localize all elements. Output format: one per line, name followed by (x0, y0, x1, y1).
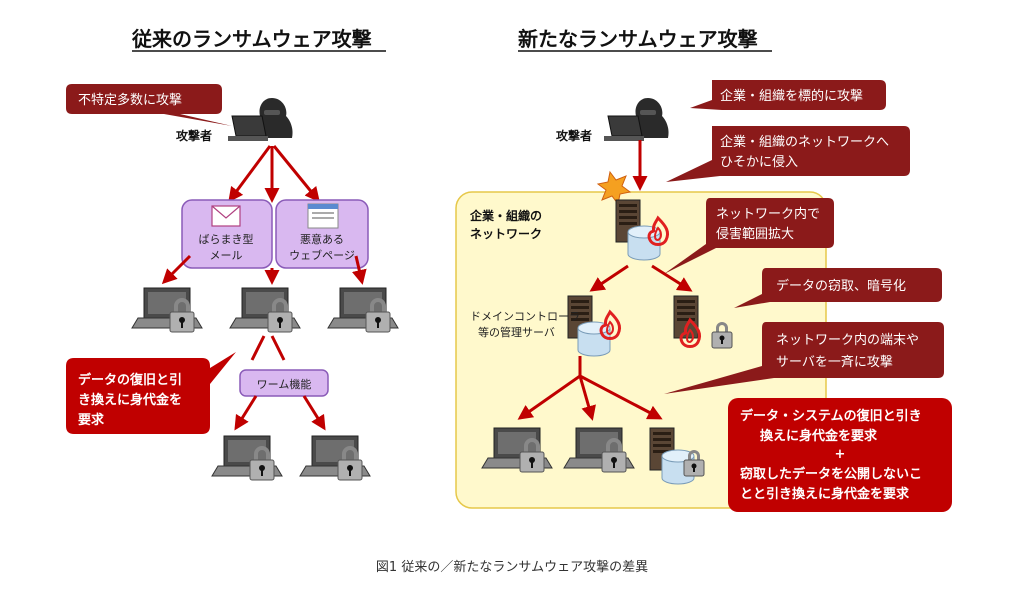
callout-expand-scope: ネットワーク内で 侵害範囲拡大 (664, 198, 834, 274)
laptop-locked-icon (229, 287, 301, 333)
traditional-ransom-line-1: データの復旧と引 (78, 372, 182, 388)
new-ransom-line-3: 窃取したデータを公開しないこ (740, 466, 922, 482)
callout-targeted-attack: 企業・組織を標的に攻撃 (690, 80, 886, 110)
laptop-locked-icon (299, 435, 371, 481)
vector-web-label-1: 悪意ある (300, 232, 344, 246)
arrow-to-endpoint-2 (578, 375, 596, 421)
traditional-ransom-line-3: 要求 (78, 412, 105, 428)
traditional-panel: 従来のランサムウェア攻撃 攻撃者 不特定多数に攻撃 ばらまき型 メール (66, 27, 399, 481)
arrow-worm-in-left (250, 335, 266, 361)
attacker-label-new: 攻撃者 (556, 128, 592, 143)
arrow-worm-in-right (270, 335, 286, 361)
arrow-to-endpoint-3 (579, 374, 663, 420)
callout-steal-encrypt: データの窃取、暗号化 (734, 268, 942, 308)
arrow-attacker-to-mail (228, 145, 272, 203)
callout-stealth-intrusion: 企業・組織のネットワークへ ひそかに侵入 (666, 126, 910, 182)
arrow-to-endpoint-1 (517, 374, 581, 420)
callout-simultaneous-attack: ネットワーク内の端末や サーバを一斉に攻撃 (664, 322, 944, 394)
callout-mass-attack: 不特定多数に攻撃 (66, 84, 232, 126)
attacker-icon (603, 97, 670, 142)
arrow-attacker-to-web (272, 145, 320, 203)
callout-intrusion-line-2: ひそかに侵入 (720, 154, 798, 170)
new-panel: 新たなランサムウェア攻撃 攻撃者 企業・組織を標的に攻撃 企業・組織のネットワー… (455, 27, 952, 512)
new-title: 新たなランサムウェア攻撃 (518, 27, 758, 51)
new-ransom-line-1: データ・システムの復旧と引き (740, 408, 922, 424)
new-ransom-callout: データ・システムの復旧と引き 換えに身代金を要求 + 窃取したデータを公開しない… (728, 398, 952, 512)
vector-web-label-2: ウェブページ (289, 248, 355, 262)
network-label-line-2: ネットワーク (470, 227, 542, 241)
callout-expand-line-2: 侵害範囲拡大 (716, 226, 794, 242)
callout-expand-line-1: ネットワーク内で (716, 206, 820, 222)
arrow-to-laptop-3 (351, 255, 367, 285)
network-label-line-1: 企業・組織の (469, 208, 542, 223)
arrow-to-laptop-1 (161, 254, 192, 285)
traditional-ransom-callout: データの復旧と引 き換えに身代金を 要求 (66, 352, 236, 434)
callout-mass-attack-text: 不特定多数に攻撃 (78, 92, 182, 108)
traditional-title: 従来のランサムウェア攻撃 (131, 27, 372, 51)
envelope-icon (211, 205, 241, 227)
vector-phishing-mail: ばらまき型 メール (181, 199, 273, 269)
domain-controller-label-2: 等の管理サーバ (478, 325, 555, 339)
vector-mail-label-1: ばらまき型 (199, 232, 254, 246)
laptop-locked-icon (131, 287, 203, 333)
laptop-locked-icon (211, 435, 283, 481)
callout-targeted-text: 企業・組織を標的に攻撃 (720, 88, 863, 104)
arrow-to-file-server (651, 264, 693, 292)
laptop-locked-icon (327, 287, 399, 333)
figure-caption: 図1 従来の／新たなランサムウェア攻撃の差異 (375, 560, 649, 575)
traditional-ransom-line-2: き換えに身代金を (78, 392, 182, 408)
worm-label: ワーム機能 (257, 377, 312, 391)
callout-steal-text: データの窃取、暗号化 (776, 278, 906, 294)
callout-intrusion-line-1: 企業・組織のネットワークへ (720, 134, 889, 150)
attacker-label: 攻撃者 (176, 128, 212, 143)
attacker-icon (227, 97, 294, 142)
vector-malicious-web: 悪意ある ウェブページ (275, 199, 369, 269)
new-ransom-plus: + (835, 447, 846, 462)
domain-controller-label-1: ドメインコントローラ (470, 310, 580, 323)
arrow-worm-to-laptop-1 (234, 395, 258, 431)
vector-mail-label-2: メール (210, 249, 243, 262)
new-ransom-line-2: 換えに身代金を要求 (760, 428, 878, 444)
callout-simultaneous-line-1: ネットワーク内の端末や (776, 332, 919, 348)
arrow-worm-to-laptop-2 (302, 395, 326, 431)
worm-function-box: ワーム機能 (239, 369, 329, 397)
callout-simultaneous-line-2: サーバを一斉に攻撃 (776, 354, 893, 370)
new-ransom-line-4: とと引き換えに身代金を要求 (740, 486, 910, 502)
arrow-to-domain-controller (589, 264, 629, 292)
